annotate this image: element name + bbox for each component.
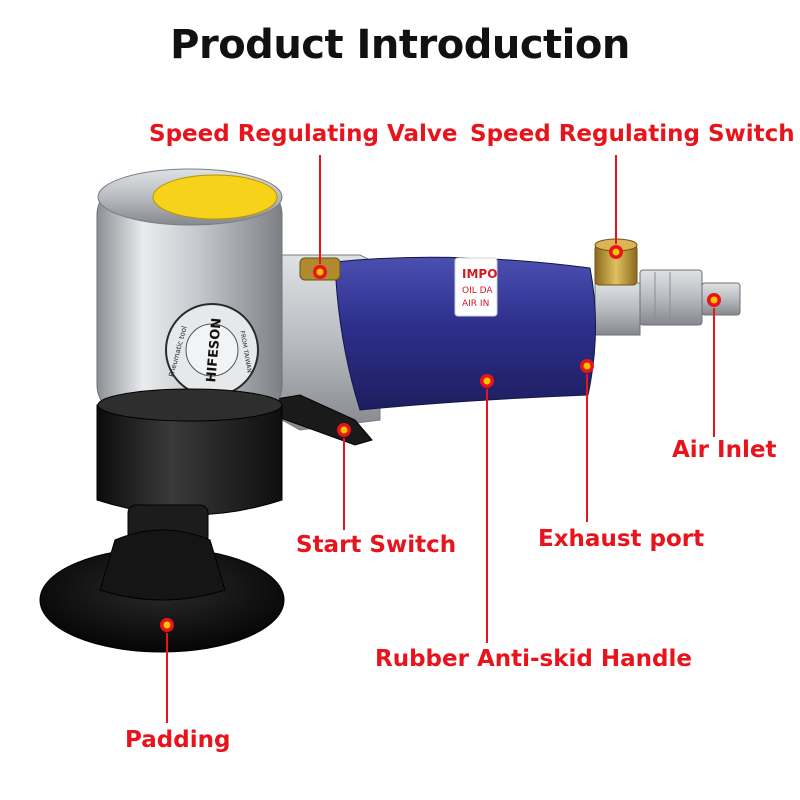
marker-center-exhaust-port xyxy=(583,362,591,370)
page-title: Product Introduction xyxy=(170,22,630,68)
sanding-pad xyxy=(39,529,285,653)
warning-label xyxy=(152,174,278,220)
sticker-line-3: AIR IN xyxy=(462,299,489,309)
label-exhaust-port: Exhaust port xyxy=(538,526,705,552)
marker-center-air-inlet xyxy=(710,296,718,304)
brand-text: HIFESON xyxy=(204,317,225,383)
label-start-switch: Start Switch xyxy=(296,532,457,558)
marker-center-speed-regulating-valve xyxy=(316,268,324,276)
marker-center-start-switch xyxy=(340,426,348,434)
air-fitting xyxy=(594,269,741,336)
sticker-line-2: OIL DA xyxy=(462,286,493,296)
sticker-line-1: IMPO xyxy=(462,267,497,281)
marker-center-speed-regulating-switch xyxy=(612,248,620,256)
handle-sticker xyxy=(454,257,498,317)
brand-logo: HIFESON Pneumatic tool FROM TAIWAN xyxy=(165,303,259,397)
label-speed-regulating-valve: Speed Regulating Valve xyxy=(149,121,458,147)
label-padding: Padding xyxy=(125,727,231,753)
label-speed-regulating-switch: Speed Regulating Switch xyxy=(470,121,795,147)
marker-center-padding xyxy=(163,621,171,629)
marker-center-rubber-handle xyxy=(483,377,491,385)
label-air-inlet: Air Inlet xyxy=(672,437,777,463)
speed-switch-knob xyxy=(594,238,638,286)
label-rubber-handle: Rubber Anti-skid Handle xyxy=(375,646,692,672)
